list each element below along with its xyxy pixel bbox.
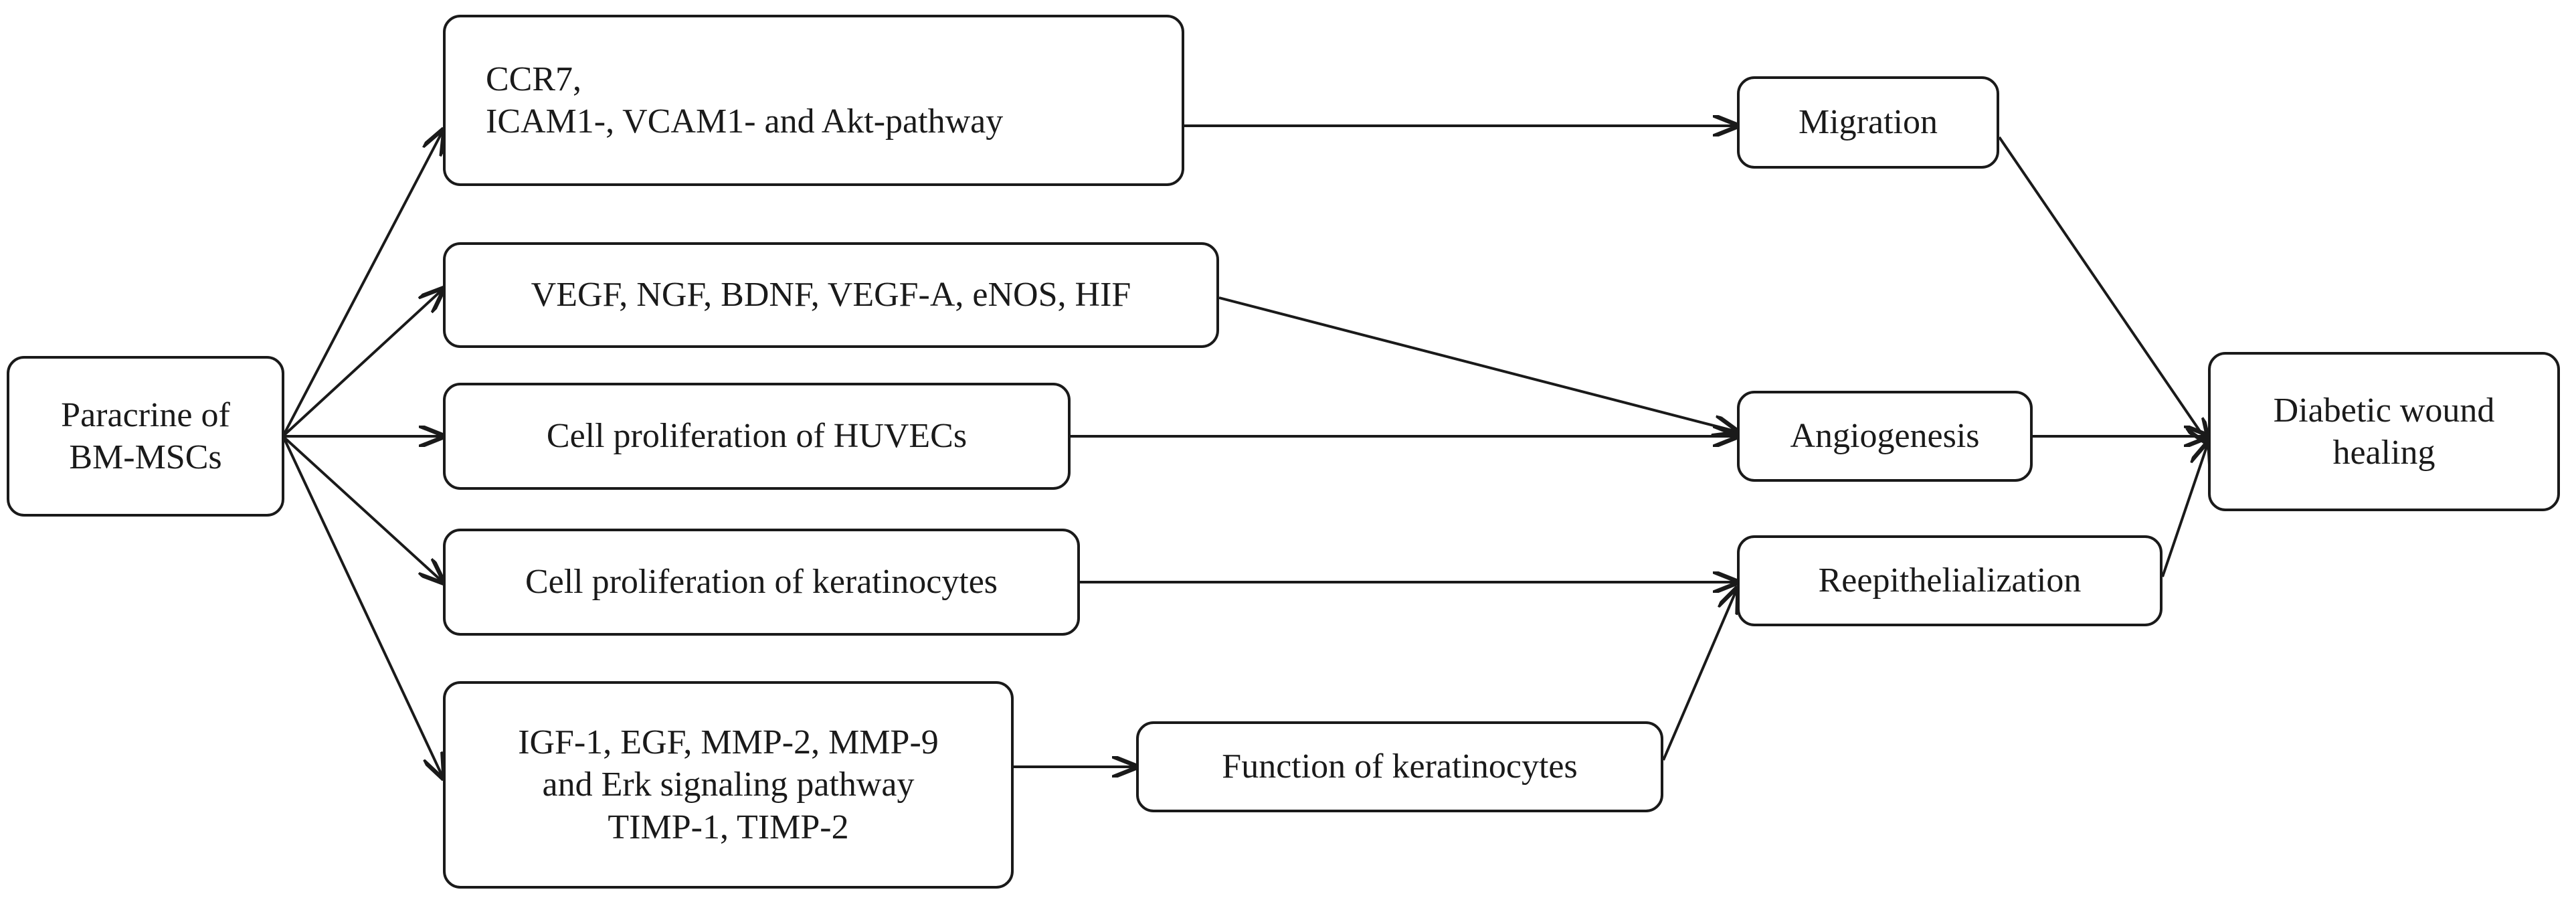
node-diabetic: Diabetic wound healing — [2208, 352, 2560, 511]
arrow-reepithelialization-to-diabetic — [2161, 443, 2208, 577]
arrow-paracrine-to-vegf — [283, 289, 443, 436]
node-diabetic-line-2: healing — [2332, 434, 2435, 472]
node-angiogenesis: Angiogenesis — [1737, 391, 2033, 482]
node-igf-line-3: TIMP-1, TIMP-2 — [608, 808, 849, 846]
node-ccr7: CCR7, ICAM1-, VCAM1- and Akt-pathway — [443, 15, 1184, 186]
node-kerat-prolif: Cell proliferation of keratinocytes — [443, 529, 1080, 636]
node-function-kerat: Function of keratinocytes — [1136, 721, 1663, 812]
node-ccr7-line-1: CCR7, — [486, 60, 582, 98]
arrow-paracrine-to-igf — [283, 438, 443, 778]
node-migration-label: Migration — [1799, 103, 1938, 142]
arrow-paracrine-to-ccr7 — [283, 130, 443, 434]
arrow-migration-to-diabetic — [1998, 136, 2208, 443]
node-igf-line-2: and Erk signaling pathway — [542, 765, 915, 804]
node-function-kerat-label: Function of keratinocytes — [1222, 747, 1578, 786]
node-paracrine-line-2: BM-MSCs — [69, 438, 222, 476]
node-igf: IGF-1, EGF, MMP-2, MMP-9 and Erk signali… — [443, 681, 1014, 889]
node-huvec-label: Cell proliferation of HUVECs — [546, 417, 968, 456]
node-kerat-prolif-label: Cell proliferation of keratinocytes — [525, 563, 998, 602]
node-igf-line-1: IGF-1, EGF, MMP-2, MMP-9 — [518, 723, 939, 761]
node-vegf: VEGF, NGF, BDNF, VEGF-A, eNOS, HIF — [443, 242, 1219, 348]
node-migration: Migration — [1737, 76, 1999, 169]
node-huvec: Cell proliferation of HUVECs — [443, 383, 1071, 490]
arrow-vegf-to-angiogenesis — [1218, 296, 1737, 432]
node-vegf-label: VEGF, NGF, BDNF, VEGF-A, eNOS, HIF — [531, 276, 1131, 314]
node-diabetic-line-1: Diabetic wound — [2273, 391, 2495, 430]
node-reepithelialization-label: Reepithelialization — [1818, 561, 2082, 600]
node-paracrine: Paracrine of BM-MSCs — [7, 356, 284, 517]
arrow-paracrine-to-kerat-prolif — [283, 436, 443, 582]
node-ccr7-line-2: ICAM1-, VCAM1- and Akt-pathway — [486, 102, 1004, 141]
node-paracrine-line-1: Paracrine of — [61, 395, 230, 434]
node-angiogenesis-label: Angiogenesis — [1790, 417, 1980, 456]
arrow-function-kerat-to-reepithelialization — [1662, 589, 1737, 761]
node-reepithelialization: Reepithelialization — [1737, 535, 2163, 626]
